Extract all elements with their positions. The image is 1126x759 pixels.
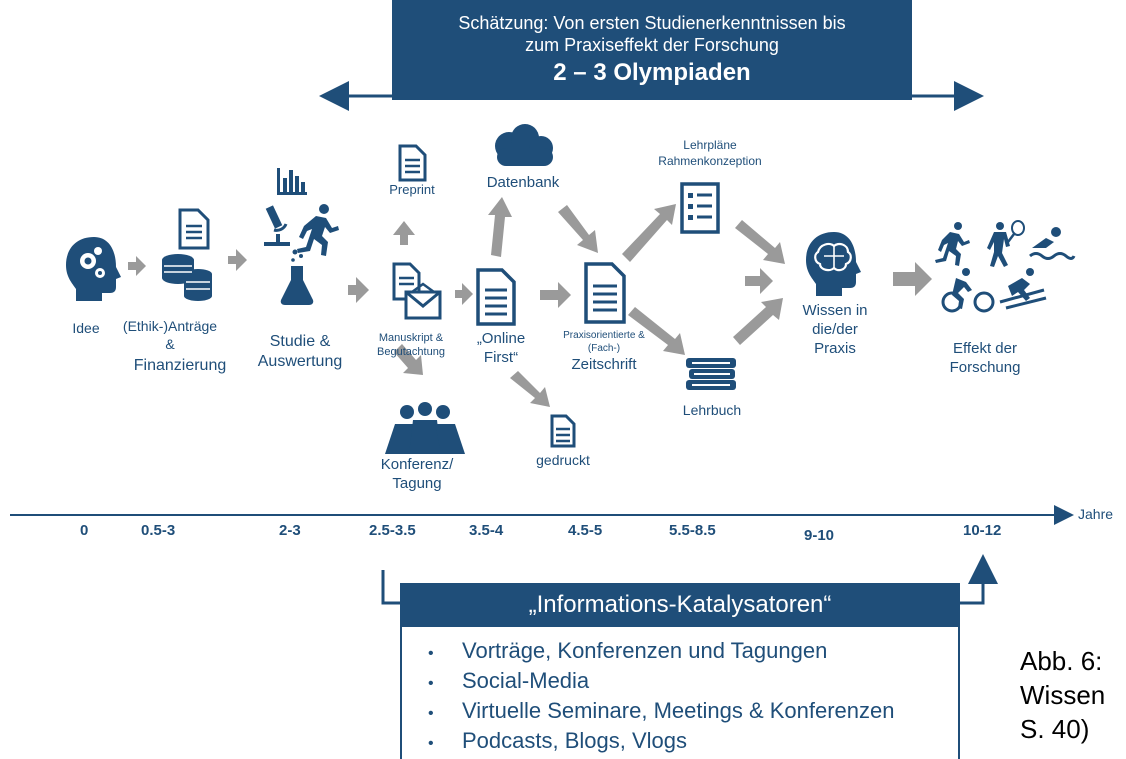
online-first-document-icon — [476, 268, 516, 326]
arrow-lehrbuch-wissen — [733, 298, 783, 345]
label-effekt-line-1: Effekt der — [953, 340, 1017, 357]
tick-label: 9-10 — [804, 527, 835, 544]
label-online-first-line-1: „Online — [476, 330, 526, 347]
conference-group-icon — [385, 402, 465, 454]
flask-icon — [280, 249, 314, 305]
caption-line-1: Abb. 6: — [1020, 646, 1103, 676]
catalyst-connector-left — [381, 570, 400, 605]
books-stack-icon — [686, 358, 736, 390]
label-lehrplaene-line-2: Rahmenkonzeption — [658, 154, 762, 168]
runner-icon — [297, 204, 339, 256]
arrow-wissen-effekt — [893, 262, 932, 296]
label-antraege-line-3: Finanzierung — [133, 357, 227, 374]
arrow-up-datenbank — [488, 197, 512, 257]
tick-label: 0.5-3 — [141, 522, 176, 539]
arrow-antraege-studie — [228, 249, 247, 271]
catalysts-list-box: Vorträge, Konferenzen und Tagungen Socia… — [400, 627, 960, 759]
bar-chart-icon — [277, 168, 307, 195]
arrow-zeitschrift-lehrbuch — [628, 307, 685, 355]
label-datenbank: Datenbank — [486, 174, 560, 191]
arrow-up-preprint — [393, 221, 415, 245]
label-online-first-line-2: First“ — [483, 349, 519, 366]
arrow-manuskript-online — [455, 283, 473, 305]
banner-headline: 2 – 3 Olympiaden — [553, 59, 751, 86]
arrow-lehrplaene-wissen — [735, 220, 785, 264]
label-zeitschrift-line-1: Praxisorientierte & — [563, 330, 645, 341]
banner-line-2: zum Praxiseffekt der Forschung — [525, 35, 779, 55]
coins-icon — [162, 254, 212, 301]
cloud-icon — [495, 124, 553, 166]
swimmer-icon — [1029, 227, 1076, 260]
label-antraege-line-1: (Ethik-)Anträge — [122, 318, 218, 334]
arrow-online-zeitschrift — [540, 282, 571, 308]
label-studie-line-2: Auswertung — [257, 353, 343, 370]
arrow-idee-antraege — [128, 256, 146, 276]
tick-label: 4.5-5 — [568, 522, 603, 539]
estimate-banner: Schätzung: Von ersten Studienerkenntniss… — [392, 0, 912, 100]
flow-arrows — [128, 197, 932, 407]
label-antraege-line-2: & — [165, 336, 175, 352]
label-preprint: Preprint — [389, 182, 435, 197]
journal-document-icon — [584, 262, 626, 324]
checklist-icon — [680, 182, 720, 234]
catalyst-item: Podcasts, Blogs, Vlogs — [428, 727, 958, 757]
arrow-down-konferenz — [394, 344, 423, 375]
label-manuskript-line-2: Begutachtung — [377, 346, 445, 358]
label-wissen-line-3: Praxis — [814, 340, 856, 357]
figure-caption: Abb. 6: Wissen S. 40) — [1020, 644, 1105, 746]
label-wissen-line-1: Wissen in — [802, 302, 868, 319]
caption-line-2: Wissen — [1020, 680, 1106, 710]
catalysts-title: „Informations-Katalysatoren“ — [400, 583, 960, 627]
label-gedruckt: gedruckt — [536, 452, 590, 468]
label-lehrbuch: Lehrbuch — [682, 402, 742, 418]
tick-label: 0 — [80, 522, 89, 539]
runner-athlete-icon — [935, 222, 970, 266]
arrow-zeitschrift-lehrplaene — [622, 204, 676, 262]
catalyst-connector-right — [960, 554, 998, 605]
axis-label-jahre: Jahre — [1078, 506, 1114, 522]
sports-athletes-icon — [935, 220, 1076, 313]
skier-icon — [999, 268, 1047, 310]
catalyst-item: Virtuelle Seminare, Meetings & Konferenz… — [428, 697, 958, 727]
tennis-player-icon — [987, 220, 1025, 267]
document-icon — [178, 208, 210, 250]
label-konferenz-line-1: Konferenz/ — [380, 456, 454, 473]
label-wissen-line-2: die/der — [812, 321, 858, 338]
label-effekt-line-2: Forschung — [949, 359, 1021, 376]
label-konferenz-line-2: Tagung — [392, 475, 442, 492]
caption-line-3: S. 40) — [1020, 714, 1090, 744]
head-gears-icon — [66, 237, 121, 301]
catalysts-list: Vorträge, Konferenzen und Tagungen Socia… — [402, 637, 958, 757]
label-zeitschrift-line-2: (Fach-) — [587, 343, 621, 354]
label-idee: Idee — [72, 320, 100, 336]
label-studie-line-1: Studie & — [269, 333, 331, 350]
catalyst-item: Vorträge, Konferenzen und Tagungen — [428, 637, 958, 667]
arrow-datenbank-zeitschrift — [558, 205, 598, 253]
tick-label: 2-3 — [279, 522, 301, 539]
arrow-studie-manuskript — [348, 277, 369, 303]
arrow-down-gedruckt — [510, 371, 550, 407]
arrow-middle-wissen — [745, 268, 773, 294]
tick-label: 3.5-4 — [469, 522, 504, 539]
microscope-icon — [264, 205, 290, 246]
label-manuskript-line-1: Manuskript & — [378, 332, 444, 344]
banner-line-1: Schätzung: Von ersten Studienerkenntniss… — [458, 13, 846, 33]
catalyst-item: Social-Media — [428, 667, 958, 697]
preprint-document-icon — [398, 144, 427, 182]
tick-label: 2.5-3.5 — [369, 522, 416, 539]
envelope-icon — [404, 282, 442, 320]
head-brain-icon — [806, 232, 861, 296]
label-lehrplaene-line-1: Lehrpläne — [683, 138, 737, 152]
tick-label: 5.5-8.5 — [669, 522, 716, 539]
cyclist-icon — [941, 268, 995, 313]
printed-document-icon — [550, 414, 576, 448]
tick-label: 10-12 — [963, 522, 1002, 539]
label-zeitschrift-line-3: Zeitschrift — [571, 356, 637, 373]
